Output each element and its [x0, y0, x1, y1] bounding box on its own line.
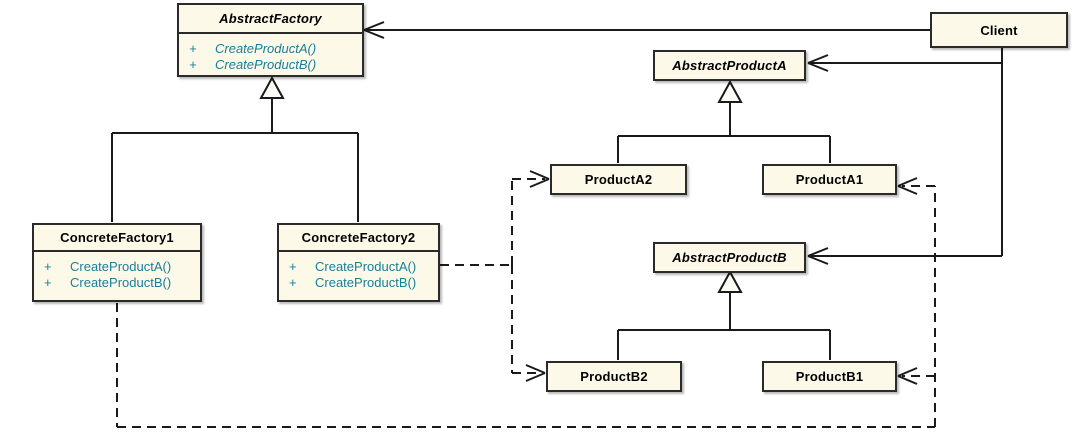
method-row: + CreateProductA(): [44, 259, 172, 274]
method-row: + CreateProductA(): [289, 259, 417, 274]
class-methods: + CreateProductA() + CreateProductB(): [179, 32, 362, 73]
class-title: AbstractProductA: [672, 58, 787, 73]
class-product-b2: ProductB2: [546, 361, 682, 392]
method-row: + CreateProductB(): [189, 57, 317, 72]
class-abstract-factory: AbstractFactory + CreateProductA() + Cre…: [177, 3, 364, 77]
class-product-a2: ProductA2: [550, 164, 687, 195]
open-arrowhead-icon: [897, 367, 918, 385]
open-arrowhead-icon: [363, 21, 385, 39]
inheritance-triangle-icon: [717, 269, 743, 293]
method-row: + CreateProductB(): [44, 275, 172, 290]
open-arrowhead-icon: [529, 170, 550, 188]
method-row: + CreateProductA(): [189, 41, 317, 56]
association-client-abstractproducts: [807, 47, 1003, 265]
class-title: ProductA2: [584, 172, 653, 187]
class-methods: + CreateProductA() + CreateProductB(): [34, 250, 200, 291]
inheritance-triangle-icon: [259, 75, 285, 99]
class-title: Client: [980, 22, 1018, 38]
dependency-concretefactory1: [116, 177, 936, 428]
method-row: + CreateProductB(): [289, 275, 417, 290]
generalization-products-b: [617, 269, 831, 360]
open-arrowhead-icon: [897, 177, 918, 195]
class-abstract-product-b: AbstractProductB: [653, 242, 806, 273]
class-concrete-factory-1: ConcreteFactory1 + CreateProductA() + Cr…: [32, 223, 202, 302]
class-concrete-factory-2: ConcreteFactory2 + CreateProductA() + Cr…: [277, 223, 440, 302]
open-arrowhead-icon: [807, 54, 829, 72]
class-title: ConcreteFactory2: [301, 230, 416, 245]
class-title: ConcreteFactory1: [60, 230, 174, 245]
generalization-factories: [111, 75, 359, 222]
class-abstract-product-a: AbstractProductA: [653, 50, 806, 81]
class-product-a1: ProductA1: [762, 164, 897, 195]
class-product-b1: ProductB1: [762, 361, 897, 392]
class-client: Client: [930, 12, 1068, 48]
class-title: AbstractProductB: [672, 250, 787, 265]
open-arrowhead-icon: [807, 247, 829, 265]
class-title: ProductA1: [795, 172, 864, 187]
inheritance-triangle-icon: [717, 79, 743, 103]
class-title: AbstractFactory: [219, 11, 322, 26]
generalization-products-a: [617, 79, 831, 163]
class-methods: + CreateProductA() + CreateProductB(): [279, 250, 438, 291]
class-title: ProductB1: [795, 369, 864, 384]
association-client-abstractfactory: [363, 21, 930, 39]
dependency-concretefactory2: [440, 170, 550, 382]
class-title: ProductB2: [580, 369, 648, 384]
open-arrowhead-icon: [525, 364, 546, 382]
